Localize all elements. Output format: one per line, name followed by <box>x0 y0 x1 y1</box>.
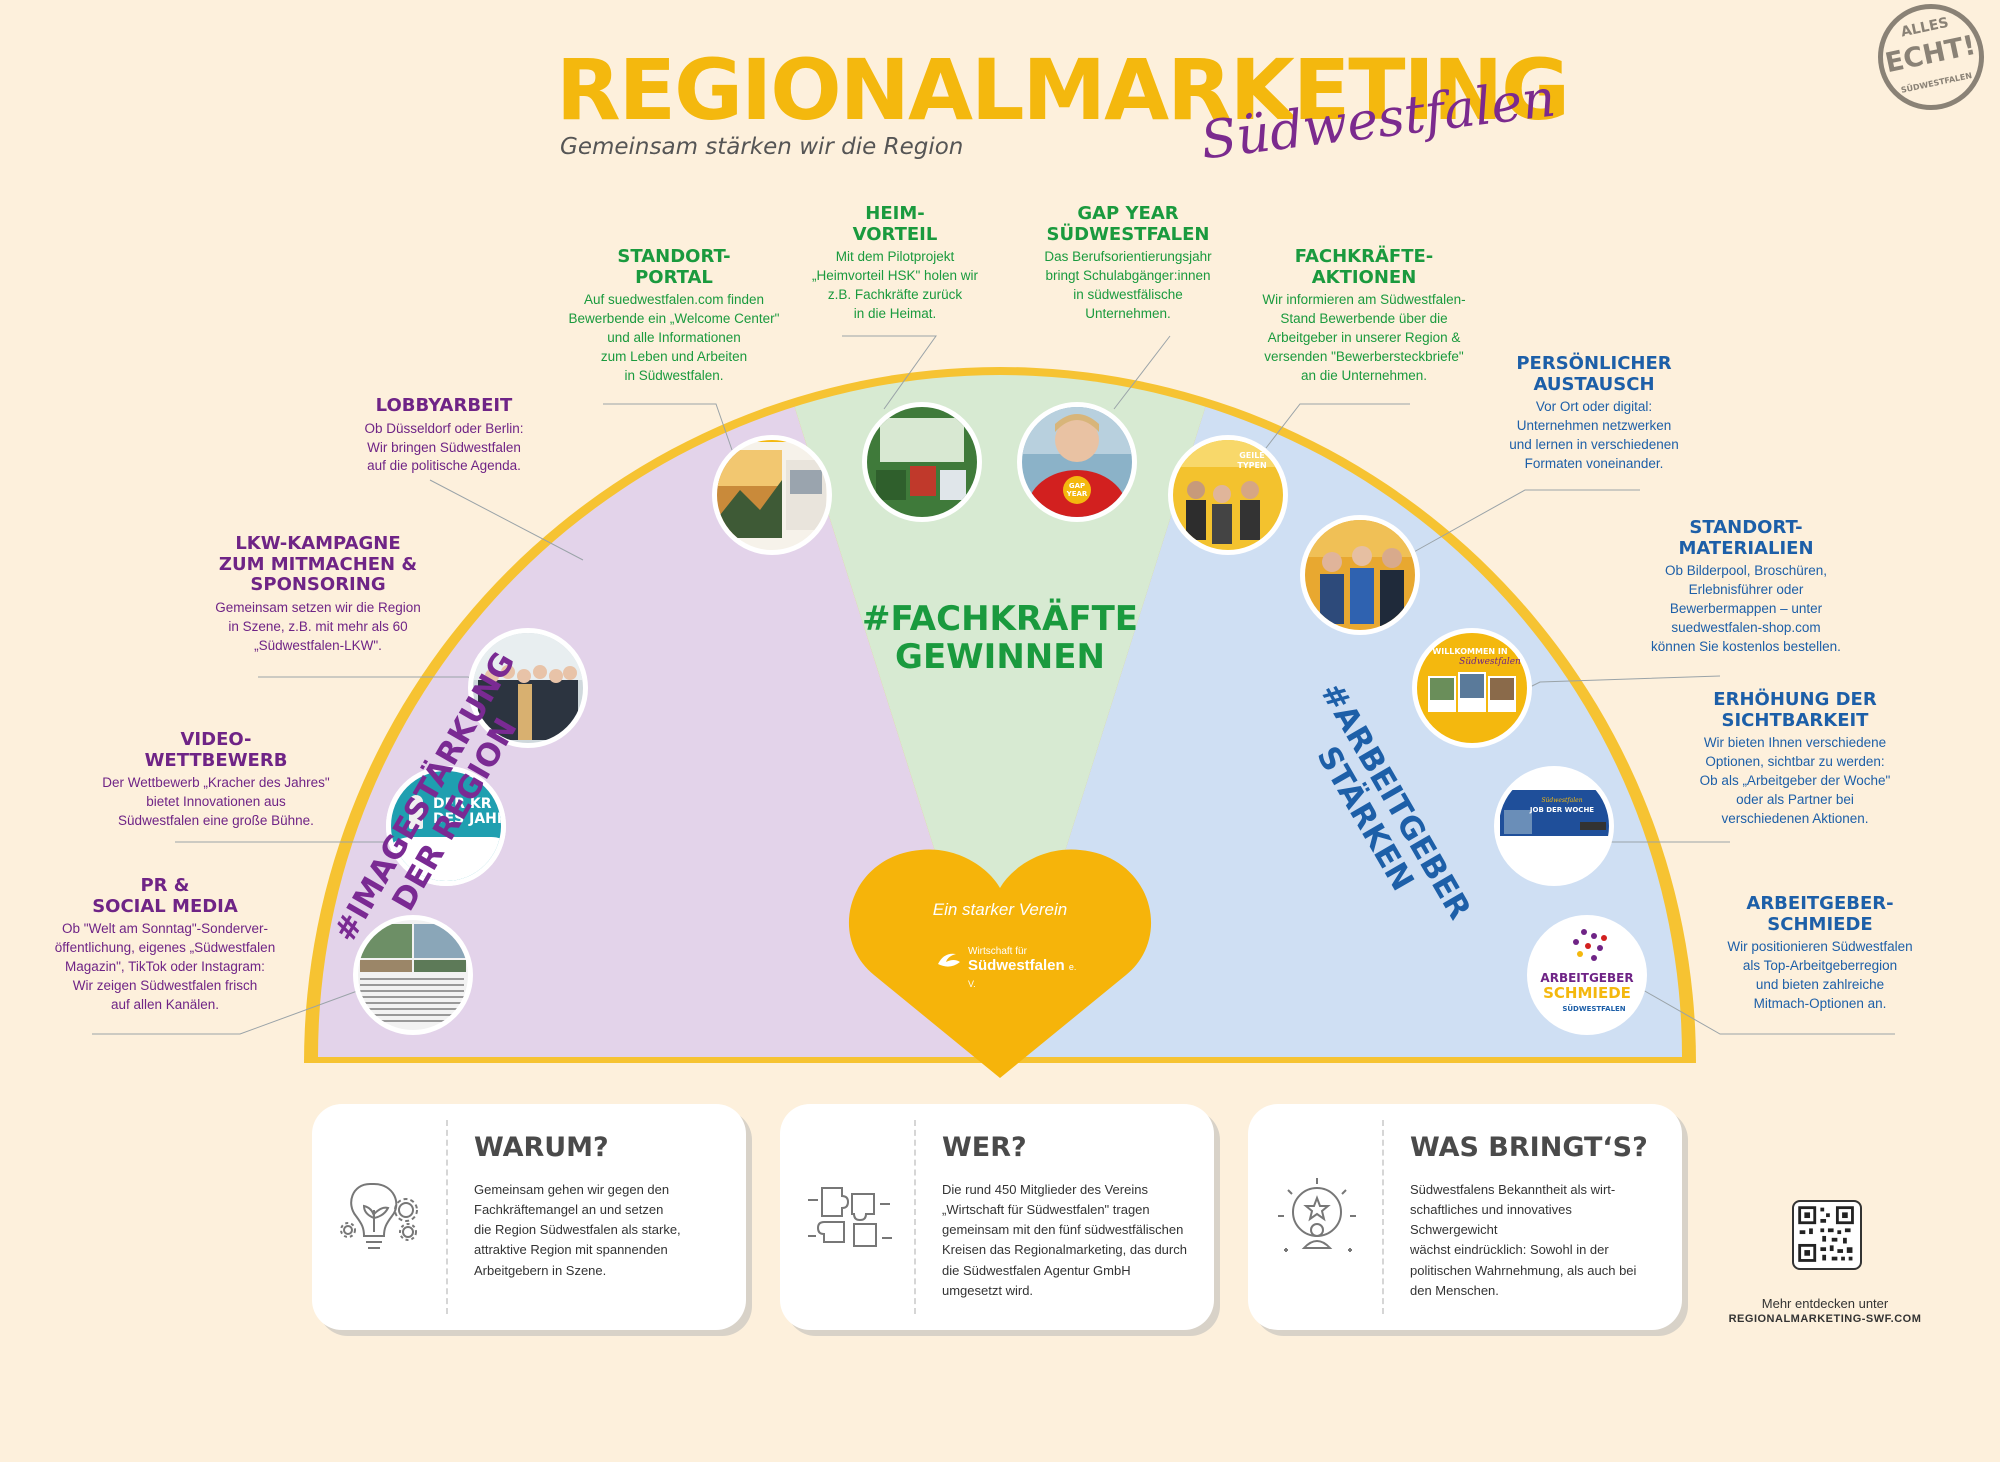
photo-video-contest: DER KR DES JAHR <box>386 766 506 886</box>
feature-standort-portal: STANDORT- PORTAL Auf suedwestfalen.com f… <box>568 246 780 383</box>
photo-heimvorteil-icon <box>862 402 982 522</box>
svg-text:Südwestfalen: Südwestfalen <box>1459 657 1521 667</box>
card-wer-text: Die rund 450 Mitglieder des Vereins „Wir… <box>942 1182 1187 1298</box>
tagline: Gemeinsam stärken wir die Region <box>560 134 964 160</box>
feature-pr-social-media: PR & SOCIAL MEDIA Ob "Welt am Sonntag"-S… <box>54 875 276 1012</box>
svg-text:ARBEITGEBER: ARBEITGEBER <box>1540 971 1633 985</box>
feature-arbeitgeberschmiede: ARBEITGEBER- SCHMIEDE Wir positionieren … <box>1727 893 1913 1012</box>
feature-gap-year: GAP YEAR SÜDWESTFALEN Das Berufsorientie… <box>1044 203 1212 322</box>
card-wer: WER? Die rund 450 Mitglieder des Vereins… <box>780 1104 1214 1330</box>
card-wer-title: WER? <box>942 1132 1027 1163</box>
feature-heimvorteil: HEIM- VORTEIL Mit dem Pilotprojekt „Heim… <box>811 203 979 322</box>
heart-caption: Ein starker Verein <box>932 900 1068 919</box>
more-info-label: Mehr entdecken unter <box>1761 1296 1889 1311</box>
feature-persoenlicher-austausch: PERSÖNLICHER AUSTAUSCH Vor Ort oder digi… <box>1509 353 1679 472</box>
sector-label-fachkraefte: #FACHKRÄFTE GEWINNEN <box>861 599 1139 678</box>
card-was-bringts-text: Südwestfalens Bekanntheit als wirt- scha… <box>1410 1182 1637 1298</box>
photo-sichtbarkeit-icon: Südwestfalen JOB DER WOCHE <box>1494 766 1614 886</box>
photo-standort-portal-icon <box>712 435 832 555</box>
card-was-bringts: WAS BRINGT‘S? Südwestfalens Bekanntheit … <box>1248 1104 1682 1330</box>
lightbulb-gears-icon <box>340 1183 418 1249</box>
photo-pr-media-icon <box>353 915 473 1035</box>
photo-fachkraefte-aktionen-icon: GEILE TYPEN <box>1168 435 1288 555</box>
svg-text:Südwestfalen: Südwestfalen <box>1541 797 1582 804</box>
feature-fachkraefte-aktionen: FACHKRÄFTE- AKTIONEN Wir informieren am … <box>1262 246 1466 383</box>
svg-text:YEAR: YEAR <box>1066 490 1088 498</box>
leader-lines <box>92 335 1895 1035</box>
photo-standort-materialien-icon: WILLKOMMEN IN Südwestfalen <box>1412 628 1532 748</box>
qr-code-icon[interactable] <box>1792 1200 1862 1270</box>
svg-text:SÜDWESTFALEN: SÜDWESTFALEN <box>1562 1004 1625 1013</box>
feature-standort-materialien: STANDORT- MATERIALIEN Ob Bilderpool, Bro… <box>1651 517 1841 654</box>
swirl-logo-icon <box>938 953 960 967</box>
page-title: REGIONALMARKETING <box>556 41 1570 139</box>
verein-logo: Wirtschaft für Südwestfalen e. V. <box>930 946 1080 991</box>
sector-fachkraefte <box>666 375 1334 1057</box>
feature-video-wettbewerb: VIDEO- WETTBEWERB Der Wettbewerb „Krache… <box>102 729 330 829</box>
star-person-icon <box>1278 1178 1356 1252</box>
photo-arbeitgeberschmiede-icon: ARBEITGEBER SCHMIEDE SÜDWESTFALEN <box>1527 915 1647 1035</box>
svg-text:JOB DER WOCHE: JOB DER WOCHE <box>1529 806 1594 814</box>
photo-lobby-icon <box>468 628 588 748</box>
svg-text:SCHMIEDE: SCHMIEDE <box>1543 984 1631 1002</box>
photo-gap-year-icon: GAP YEAR <box>1017 402 1137 522</box>
website-link[interactable]: REGIONALMARKETING-SWF.COM <box>1728 1313 1922 1325</box>
svg-text:TYPEN: TYPEN <box>1237 461 1266 470</box>
feature-lkw-kampagne: LKW-KAMPAGNE ZUM MITMACHEN & SPONSORING … <box>215 533 421 653</box>
svg-text:GAP: GAP <box>1069 482 1085 490</box>
feature-lobbyarbeit: LOBBYARBEIT Ob Düsseldorf oder Berlin: W… <box>364 395 524 474</box>
feature-sichtbarkeit: ERHÖHUNG DER SICHTBARKEIT Wir bieten Ihn… <box>1699 689 1891 826</box>
puzzle-hands-icon <box>808 1187 892 1247</box>
card-warum-title: WARUM? <box>474 1132 609 1163</box>
heart-shape <box>848 849 1152 1078</box>
card-warum-text: Gemeinsam gehen wir gegen den Fachkräfte… <box>474 1182 681 1278</box>
card-was-bringts-title: WAS BRINGT‘S? <box>1410 1132 1648 1163</box>
rocket-icon <box>409 795 423 829</box>
card-warum: WARUM? Gemeinsam gehen wir gegen den Fac… <box>312 1104 746 1330</box>
svg-text:GEILE: GEILE <box>1239 451 1265 460</box>
svg-text:WILLKOMMEN IN: WILLKOMMEN IN <box>1432 647 1507 656</box>
